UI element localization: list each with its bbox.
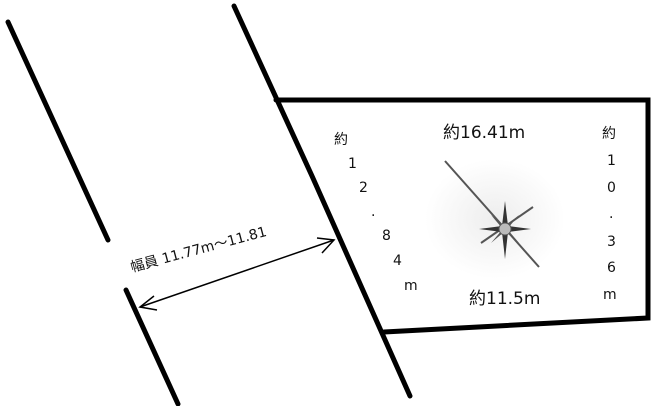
road-right-boundary — [231, 3, 413, 399]
top-edge-length-label: 約16.41m — [443, 123, 525, 143]
right-edge-char: m — [603, 287, 617, 303]
bottom-edge-length-label: 約11.5m — [469, 289, 540, 309]
left-edge-char: m — [404, 278, 418, 294]
right-edge-char: 6 — [607, 260, 616, 276]
road-left-boundary — [5, 19, 111, 243]
road — [5, 3, 413, 406]
width-arrow-head-left — [138, 295, 158, 311]
left-edge-char: 約 — [334, 132, 348, 148]
left-edge-char: 4 — [393, 253, 402, 269]
width-arrow-head-right — [316, 237, 336, 254]
compass-rose-icon — [425, 159, 565, 279]
right-edge-char: 3 — [607, 234, 616, 250]
compass-point-south — [502, 229, 508, 259]
right-edge-char: . — [609, 206, 613, 222]
lot-boundary — [273, 97, 651, 335]
left-edge-length-label: 約 1 2 . 8 4 m — [334, 132, 418, 294]
road-left-boundary-lower — [123, 287, 181, 406]
width-arrow-line — [139, 239, 335, 308]
left-edge-char: 1 — [348, 156, 357, 172]
road-width-label: 幅員 11.77m～11.81 — [129, 224, 269, 276]
right-edge-char: 0 — [607, 180, 616, 196]
compass-point-west — [479, 226, 505, 232]
left-edge-char: . — [371, 204, 375, 220]
double-headed-arrow-icon — [138, 237, 336, 311]
left-edge-char: 2 — [359, 180, 368, 196]
right-edge-char: 1 — [607, 153, 616, 169]
left-edge-char: 8 — [382, 228, 391, 244]
compass-point-east — [505, 226, 531, 232]
compass-needle-long — [444, 160, 540, 268]
compass-point-north — [502, 201, 508, 229]
right-edge-length-label: 約 1 0 . 3 6 m — [602, 126, 617, 303]
compass-center — [498, 222, 512, 236]
right-edge-char: 約 — [602, 126, 616, 142]
